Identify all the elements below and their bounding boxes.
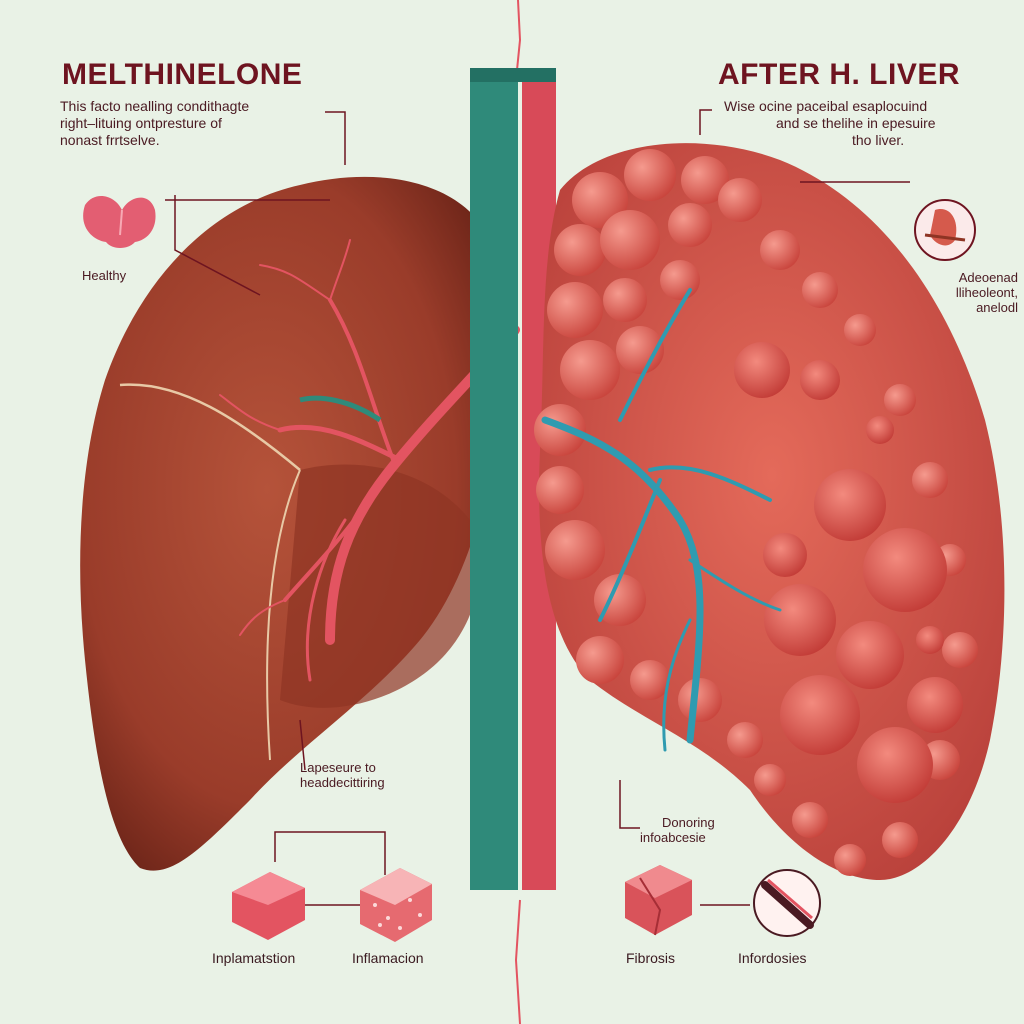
healthy-organ-icon: [83, 195, 156, 248]
inflammation-tissue-icon: [232, 872, 305, 940]
healthy-liver: [80, 176, 520, 871]
advanced-label-line: anelodl: [976, 300, 1018, 315]
infarction-label: Infordosies: [738, 950, 807, 966]
inflammation-label-2: Inflamacion: [352, 950, 424, 966]
inflamed-tissue-icon: [360, 868, 432, 942]
inflammation-label: Inplamatstion: [212, 950, 296, 966]
fibrosis-label: Fibrosis: [626, 950, 676, 966]
left-description-line: This facto nealling condithagte: [60, 98, 250, 114]
damage-label: Donoring infoabcesie: [640, 815, 800, 845]
healthy-label: Healthy: [82, 268, 127, 283]
damage-label-line: Donoring: [662, 815, 715, 830]
advanced-label: Adeoenad lliheoleont, anelodl: [908, 270, 1018, 315]
exposure-label: Lapeseure to headdecittiring: [300, 760, 450, 790]
left-title: MELTHINELONE: [62, 58, 303, 91]
exposure-label-line: headdecittiring: [300, 775, 385, 790]
divider-line-bottom: [514, 899, 521, 1024]
advanced-lesion-icon: [914, 199, 976, 261]
fibrosis-tissue-icon: [625, 865, 692, 936]
divider-line-top: [515, 0, 522, 81]
left-description-line: nonast frrtselve.: [60, 132, 160, 148]
right-description-line: and se thelihe in epesuire: [776, 115, 936, 131]
callout-lines: [165, 109, 910, 906]
exposure-label-line: Lapeseure to: [300, 760, 376, 775]
infarction-icon: [753, 869, 821, 937]
left-description: This facto nealling condithagte right–li…: [60, 98, 340, 149]
advanced-label-line: lliheoleont,: [955, 285, 1018, 300]
right-description-line: tho liver.: [852, 132, 905, 148]
damage-label-line: infoabcesie: [640, 830, 706, 845]
advanced-label-line: Adeoenad: [958, 270, 1018, 285]
right-description-line: Wise ocine paceibal esaplocuind: [724, 98, 928, 114]
left-description-line: right–lituing ontpresture of: [60, 115, 222, 131]
right-description: Wise ocine paceibal esaplocuind and se t…: [724, 98, 1004, 149]
damaged-liver: [534, 143, 1005, 880]
right-title: AFTER H. LIVER: [718, 58, 961, 91]
